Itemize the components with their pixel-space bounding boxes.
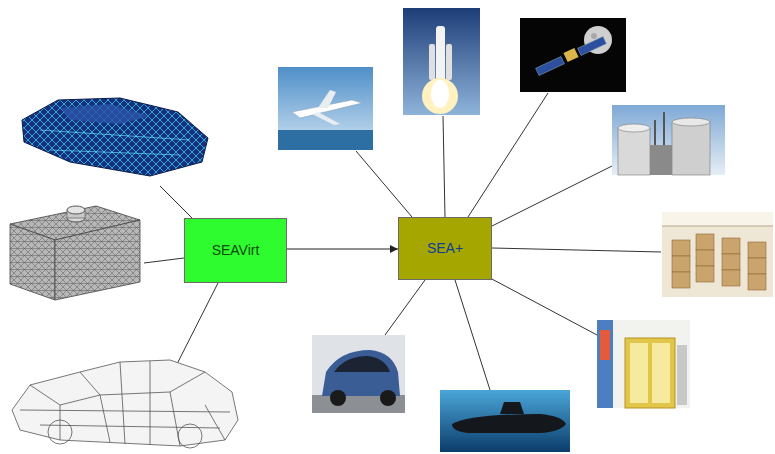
satellite-photo-part [591,33,597,39]
storage-room-photo-part [662,212,773,226]
plant-photo-part [672,122,710,175]
rocket-photo-part [431,80,449,108]
storage-room-photo-part-part [722,238,740,254]
airplane-photo-part [278,130,373,150]
leader-lines-part [492,166,612,226]
room-photo-part [625,338,675,408]
leader-lines-part [455,280,490,390]
ship-mesh-part [60,104,150,124]
box-label: SEA+ [427,240,463,257]
satellite-photo [520,18,626,92]
satellite-photo-part [536,56,565,75]
storage-room-photo [662,212,773,297]
room-photo-part [600,330,610,360]
car-wireframe-part [20,361,230,445]
car-photo-part [322,350,400,396]
plant-photo-part [618,128,650,175]
leader-lines-part [160,186,192,218]
room-photo-part [677,345,687,405]
rocket-photo-part [436,26,445,81]
car-photo-part [312,335,405,413]
plant-photo-part [618,124,650,132]
submarine-photo-part [452,414,566,433]
block-mesh-part [67,206,85,214]
rocket-photo-part [429,44,435,80]
block-mesh [10,206,140,300]
car-wireframe-part [12,360,238,446]
storage-room-photo-part-part [748,242,766,258]
car-wireframe-part [80,372,205,395]
block-mesh-part [55,220,140,300]
leader-lines-part [144,258,184,263]
plant-photo-part [612,105,725,175]
storage-room-photo-part-part [672,256,690,272]
storage-room-photo-part-part [722,270,740,286]
room-photo [597,320,690,408]
block-mesh-part [10,224,55,300]
leader-lines-part [490,278,597,335]
rocket-photo-part [422,78,458,114]
leader-lines-part [176,283,218,366]
storage-room-photo-part [672,234,766,290]
ship-mesh [22,98,208,176]
airplane-photo-part [278,67,373,150]
rocket-photo-part [403,8,480,115]
room-photo-part [630,343,648,403]
rocket-photo-part [446,44,452,80]
room-photo-part [597,320,613,408]
storage-room-photo-part-part [696,234,714,250]
plant-photo [612,105,725,175]
storage-room-photo-part [662,212,773,297]
car-photo [312,335,405,413]
storage-room-photo-part-part [672,272,690,288]
leader-lines-part [443,116,445,217]
storage-room-photo-part-part [696,266,714,282]
airplane-photo [278,67,373,150]
plant-photo-part [650,145,672,175]
storage-room-photo-part-part [696,250,714,266]
storage-room-photo-part [662,226,773,227]
storage-room-photo-part-part [722,254,740,270]
box-label: SEAVirt [212,242,260,259]
leader-lines-part [492,248,661,252]
plant-photo-part [672,118,710,126]
satellite-photo-part [578,36,607,55]
room-photo-part [597,320,690,408]
airplane-photo-part [312,112,340,125]
leader-lines-part [385,280,425,335]
leader-lines-part [356,151,412,217]
satellite-photo-part [520,18,626,92]
car-wireframe-part [178,424,202,448]
submarine-photo [440,390,570,452]
car-photo-part [334,356,390,372]
storage-room-photo-part-part [748,258,766,274]
rocket-photo [403,8,480,115]
car-wireframe-part [30,385,225,446]
tool-box: SEAVirt [184,218,287,283]
submarine-photo-part [500,402,524,414]
flow-arrow [287,248,398,249]
car-photo-part [380,390,396,406]
room-photo-part [652,343,670,403]
car-photo-part [330,390,346,406]
tool-box: SEA+ [398,217,492,280]
plant-photo-part [655,112,664,145]
submarine-photo-part [440,390,570,452]
airplane-photo-part [318,90,336,108]
ship-mesh-part [40,130,190,155]
car-wireframe-part [48,420,72,444]
ship-mesh-part [22,98,208,176]
storage-room-photo-part-part [748,274,766,290]
satellite-photo-part [563,48,578,62]
car-wireframe [12,360,238,448]
storage-room-photo-part-part [672,240,690,256]
